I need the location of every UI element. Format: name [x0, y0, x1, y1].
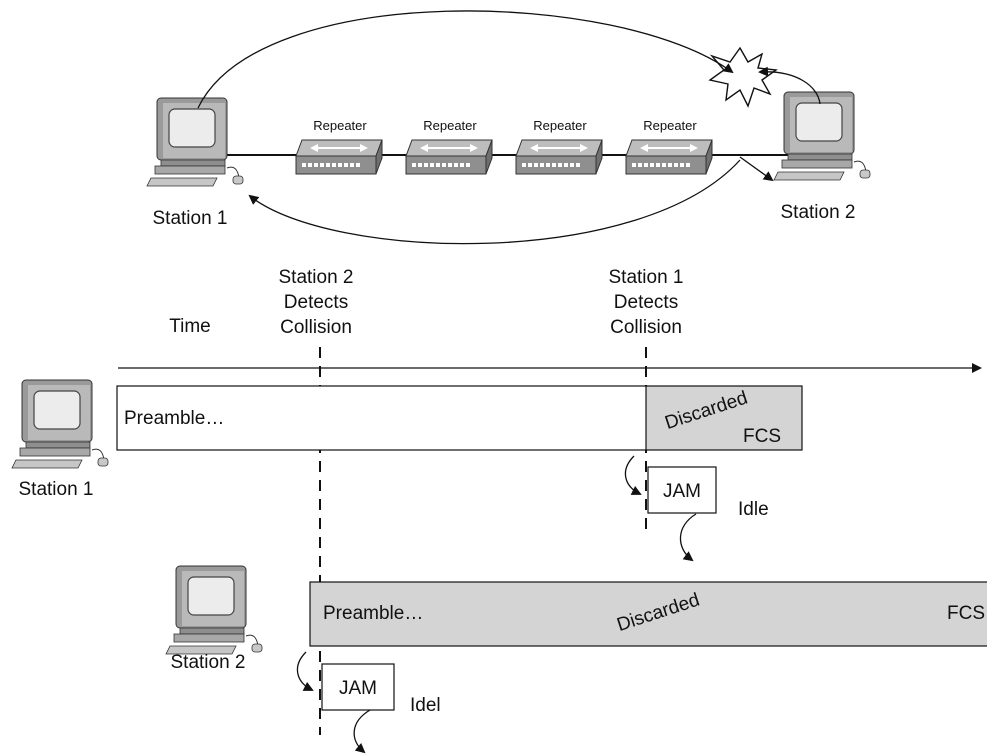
- collision-star-icon: [708, 46, 778, 108]
- station-1-discarded-section: [645, 385, 803, 451]
- station-1-fcs-text: FCS: [743, 426, 781, 447]
- station-2-label: Station 2: [781, 202, 856, 223]
- svg-text:Station 2: Station 2: [279, 267, 354, 288]
- station-2-preamble-text: Preamble…: [323, 603, 423, 624]
- station-2-signal-arc: [758, 66, 821, 105]
- repeater-4-label: Repeater: [643, 118, 697, 133]
- station-2-row-label: Station 2: [171, 652, 246, 673]
- station-1-computer-icon: [146, 97, 244, 187]
- time-label: Time: [169, 316, 211, 337]
- station-2-idle-text: Idel: [410, 695, 441, 716]
- station-1-row-label: Station 1: [19, 479, 94, 500]
- station-2-fcs-text: FCS: [947, 603, 985, 624]
- repeater-1-label: Repeater: [313, 118, 367, 133]
- svg-text:Detects: Detects: [284, 292, 348, 313]
- station-1-idle-text: Idle: [738, 499, 769, 520]
- station-1-jam-text: JAM: [663, 481, 701, 502]
- repeater-4: Repeater: [625, 118, 713, 175]
- station-2-jam-arrow: [296, 651, 314, 691]
- station-1-preamble-text: Preamble…: [124, 408, 224, 429]
- station-2-computer-icon: [773, 91, 871, 181]
- station-2-frame: [309, 581, 987, 647]
- repeater-2: Repeater: [405, 118, 493, 175]
- station-2-idle-arrow: [353, 709, 371, 754]
- jam-return-arc: [248, 159, 741, 245]
- repeater-3: Repeater: [515, 118, 603, 175]
- station-1-row-computer-icon: [11, 379, 109, 469]
- station-1-jam-arrow: [624, 455, 642, 495]
- station-1-detects-collision-label: Station 1 Detects Collision: [609, 267, 684, 338]
- station-2-row-computer-icon: [165, 565, 263, 655]
- repeater-3-label: Repeater: [533, 118, 587, 133]
- repeater-2-label: Repeater: [423, 118, 477, 133]
- svg-text:Station 1: Station 1: [609, 267, 684, 288]
- svg-text:Collision: Collision: [610, 317, 682, 338]
- station-2-jam-box: [321, 663, 395, 711]
- repeater-1: Repeater: [295, 118, 383, 175]
- station-1-idle-arrow: [679, 513, 697, 562]
- station-2-jam-text: JAM: [339, 678, 377, 699]
- station-1-label: Station 1: [153, 208, 228, 229]
- signal-to-station-2-arrow: [739, 156, 774, 182]
- station-1-frame: [116, 385, 648, 451]
- station-1-jam-box: [647, 466, 717, 514]
- station-2-detects-collision-label: Station 2 Detects Collision: [279, 267, 354, 338]
- station-1-signal-arc: [197, 10, 734, 109]
- svg-text:Collision: Collision: [280, 317, 352, 338]
- svg-text:Detects: Detects: [614, 292, 678, 313]
